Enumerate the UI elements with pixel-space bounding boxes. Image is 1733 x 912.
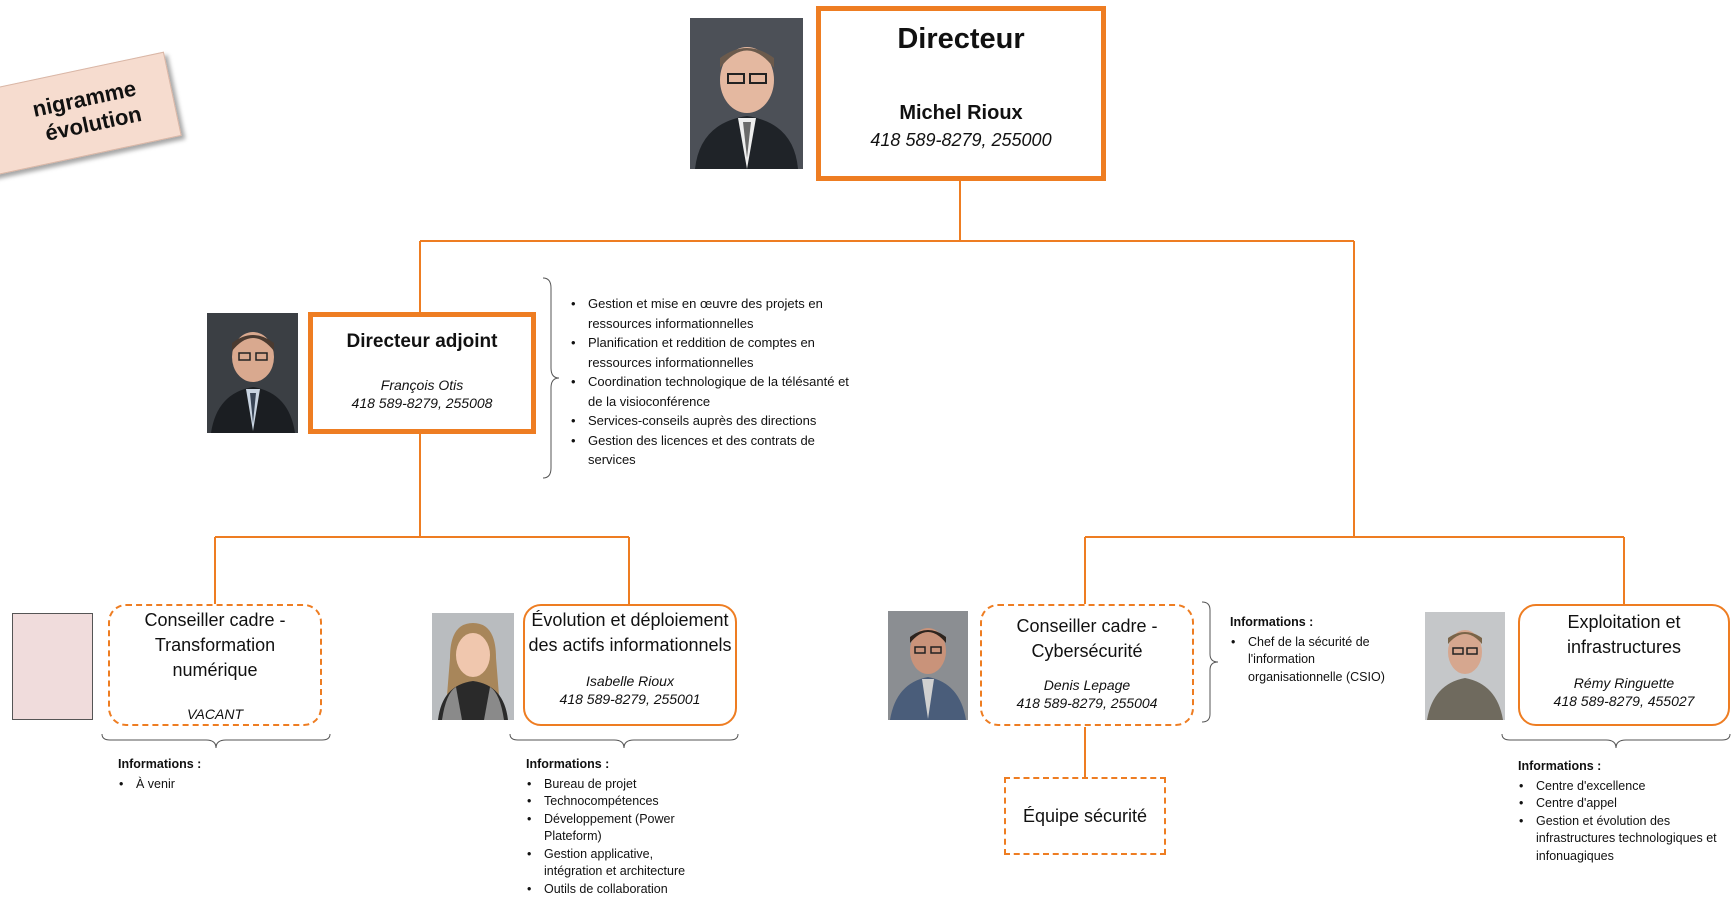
- evolution-box: Évolution et déploiement des actifs info…: [523, 604, 737, 726]
- infra-name: Rémy Ringuette: [1573, 675, 1675, 691]
- infra-box: Exploitation et infrastructures Rémy Rin…: [1518, 604, 1730, 726]
- deputy-mandate-item: Coordination technologique de la télésan…: [571, 372, 860, 411]
- infra-info: Informations : Centre d'excellence Centr…: [1518, 758, 1723, 865]
- info-item: Développement (Power Plateform): [527, 811, 706, 846]
- deputy-mandate-item: Gestion des licences et des contrats de …: [571, 431, 860, 470]
- transformation-title: Conseiller cadre - Transformation numéri…: [144, 610, 286, 680]
- info-item: Centre d'appel: [1519, 795, 1723, 813]
- director-phone: 418 589-8279, 255000: [870, 130, 1052, 150]
- vacant-photo-placeholder: [12, 613, 93, 720]
- security-team-label: Équipe sécurité: [1022, 805, 1148, 826]
- evolution-name: Isabelle Rioux: [586, 673, 674, 689]
- cyber-name: Denis Lepage: [1043, 677, 1131, 693]
- cyber-brace: [1201, 601, 1219, 723]
- info-label: Informations :: [1518, 759, 1602, 773]
- security-team-box: Équipe sécurité: [1004, 777, 1166, 855]
- transformation-box: Conseiller cadre - Transformation numéri…: [108, 604, 322, 726]
- infra-title: Exploitation et infrastructures: [1566, 612, 1682, 657]
- cyber-info: Informations : Chef de la sécurité de l'…: [1230, 614, 1390, 686]
- info-item: Outils de collaboration: [527, 881, 706, 899]
- deputy-phone: 418 589-8279, 255008: [351, 395, 493, 411]
- infra-phone: 418 589-8279, 455027: [1553, 693, 1695, 709]
- deputy-box: Directeur adjoint François Otis 418 589-…: [308, 312, 536, 434]
- info-item: Bureau de projet: [527, 776, 706, 794]
- deputy-name: François Otis: [380, 377, 464, 393]
- deputy-title: Directeur adjoint: [346, 331, 498, 352]
- director-title: Directeur: [897, 23, 1025, 55]
- director-photo: [690, 18, 803, 169]
- deputy-mandate-item: Gestion et mise en œuvre des projets en …: [571, 294, 860, 333]
- cyber-title: Conseiller cadre - Cybersécurité: [1016, 616, 1158, 661]
- evolution-info: Informations : Bureau de projet Technoco…: [526, 756, 706, 898]
- transformation-name: VACANT: [186, 706, 243, 722]
- evolution-photo: [432, 613, 514, 720]
- info-item: Chef de la sécurité de l'information org…: [1231, 634, 1390, 687]
- info-item: Technocompétences: [527, 793, 706, 811]
- info-label: Informations :: [118, 757, 202, 771]
- deputy-brace: [542, 277, 560, 479]
- cyber-phone: 418 589-8279, 255004: [1016, 695, 1158, 711]
- deputy-mandate-item: Services-conseils auprès des directions: [571, 411, 860, 431]
- director-name: Michel Rioux: [899, 102, 1023, 124]
- cyber-photo: [888, 611, 968, 720]
- director-box: Directeur Michel Rioux 418 589-8279, 255…: [816, 6, 1106, 181]
- deputy-mandates: Gestion et mise en œuvre des projets en …: [570, 292, 860, 470]
- infra-photo: [1425, 612, 1505, 720]
- cyber-box: Conseiller cadre - Cybersécurité Denis L…: [980, 604, 1194, 726]
- info-item: Centre d'excellence: [1519, 778, 1723, 796]
- deputy-mandate-item: Planification et reddition de comptes en…: [571, 333, 860, 372]
- transformation-info: Informations : À venir: [118, 756, 318, 793]
- evolution-title: Évolution et déploiement des actifs info…: [528, 610, 732, 655]
- transformation-brace: [101, 733, 331, 749]
- deputy-photo: [207, 313, 298, 433]
- info-item: À venir: [119, 776, 318, 794]
- info-label: Informations :: [526, 757, 610, 771]
- evolution-phone: 418 589-8279, 255001: [559, 691, 701, 707]
- evolution-brace: [509, 733, 739, 749]
- info-item: Gestion et évolution des infrastructures…: [1519, 813, 1723, 866]
- info-label: Informations :: [1230, 615, 1314, 629]
- infra-brace: [1501, 733, 1731, 749]
- info-item: Gestion applicative, intégration et arch…: [527, 846, 706, 881]
